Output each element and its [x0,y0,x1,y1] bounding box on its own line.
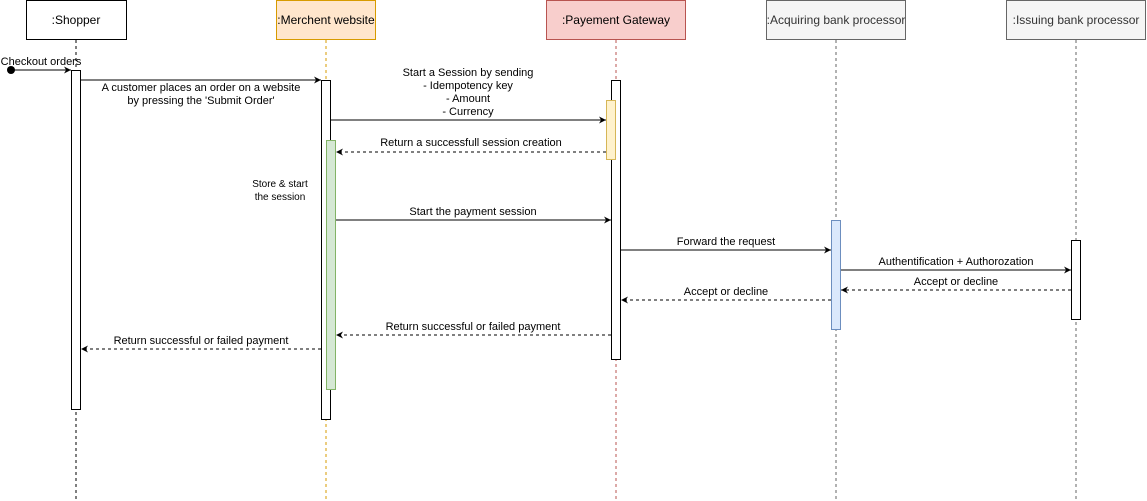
message-9: Return successful or failed payment [81,335,321,353]
participant-1[interactable]: :Merchent website [276,0,376,40]
message-3: Start the payment session [336,206,611,224]
message-label: Start the payment session [409,206,536,218]
participant-label: :Acquiring bank processor [767,13,906,27]
activation-bar-5 [831,220,841,330]
message-label: Start a Session by sending [403,67,534,79]
activation-bar-6 [1071,240,1081,320]
message-4: Forward the request [621,236,831,254]
message-7: Accept or decline [621,286,831,304]
message-label: Return a successfull session creation [380,137,562,149]
activation-bar-3 [611,80,621,360]
message-0: A customer places an order on a websiteb… [81,76,321,107]
participant-label: :Shopper [52,13,101,27]
message-label: Forward the request [677,236,775,248]
participant-3[interactable]: :Acquiring bank processor [766,0,906,40]
message-label: Return successful or failed payment [386,321,561,333]
activation-bar-4 [606,100,616,160]
note-label: Store & start [252,179,308,190]
activation-bars [71,70,1081,420]
activation-bar-2 [326,140,336,390]
participant-0[interactable]: :Shopper [26,0,127,40]
note-0: Store & start the session [252,179,308,203]
message-label: by pressing the 'Submit Order' [127,95,274,107]
participant-box [276,0,376,40]
participant-label: :Issuing bank processor [1013,13,1140,27]
participant-label: :Payement Gateway [562,13,670,27]
messages: Checkout orders A customer places an orde… [1,56,1071,353]
participant-box [766,0,906,40]
found-message: Checkout orders [1,56,82,74]
message-8: Return successful or failed payment [336,321,611,339]
message-label: Accept or decline [914,276,998,288]
participant-4[interactable]: :Issuing bank processor [1006,0,1146,40]
message-label: - Currency [442,106,494,118]
message-label: Authentification + Authorozation [878,256,1033,268]
message-label: A customer places an order on a website [102,82,301,94]
message-label: - Amount [446,93,490,105]
message-6: Accept or decline [841,276,1071,294]
notes: Store & start the session [252,179,308,203]
participant-box [26,0,127,40]
found-message-label: Checkout orders [1,56,82,68]
message-label: Return successful or failed payment [114,335,289,347]
message-5: Authentification + Authorozation [841,256,1071,274]
message-label: Accept or decline [684,286,768,298]
participant-box [1006,0,1146,40]
participant-box [546,0,686,40]
participants: :Shopper :Merchent website :Payement Gatew… [26,0,1146,40]
note-label: the session [255,192,306,203]
participant-2[interactable]: :Payement Gateway [546,0,686,40]
message-2: Return a successfull session creation [336,137,606,156]
participant-label: :Merchent website [277,13,375,27]
activation-bar-0 [71,70,81,410]
message-label: - Idempotency key [423,80,513,92]
message-1: Start a Session by sending- Idempotency … [331,67,606,124]
